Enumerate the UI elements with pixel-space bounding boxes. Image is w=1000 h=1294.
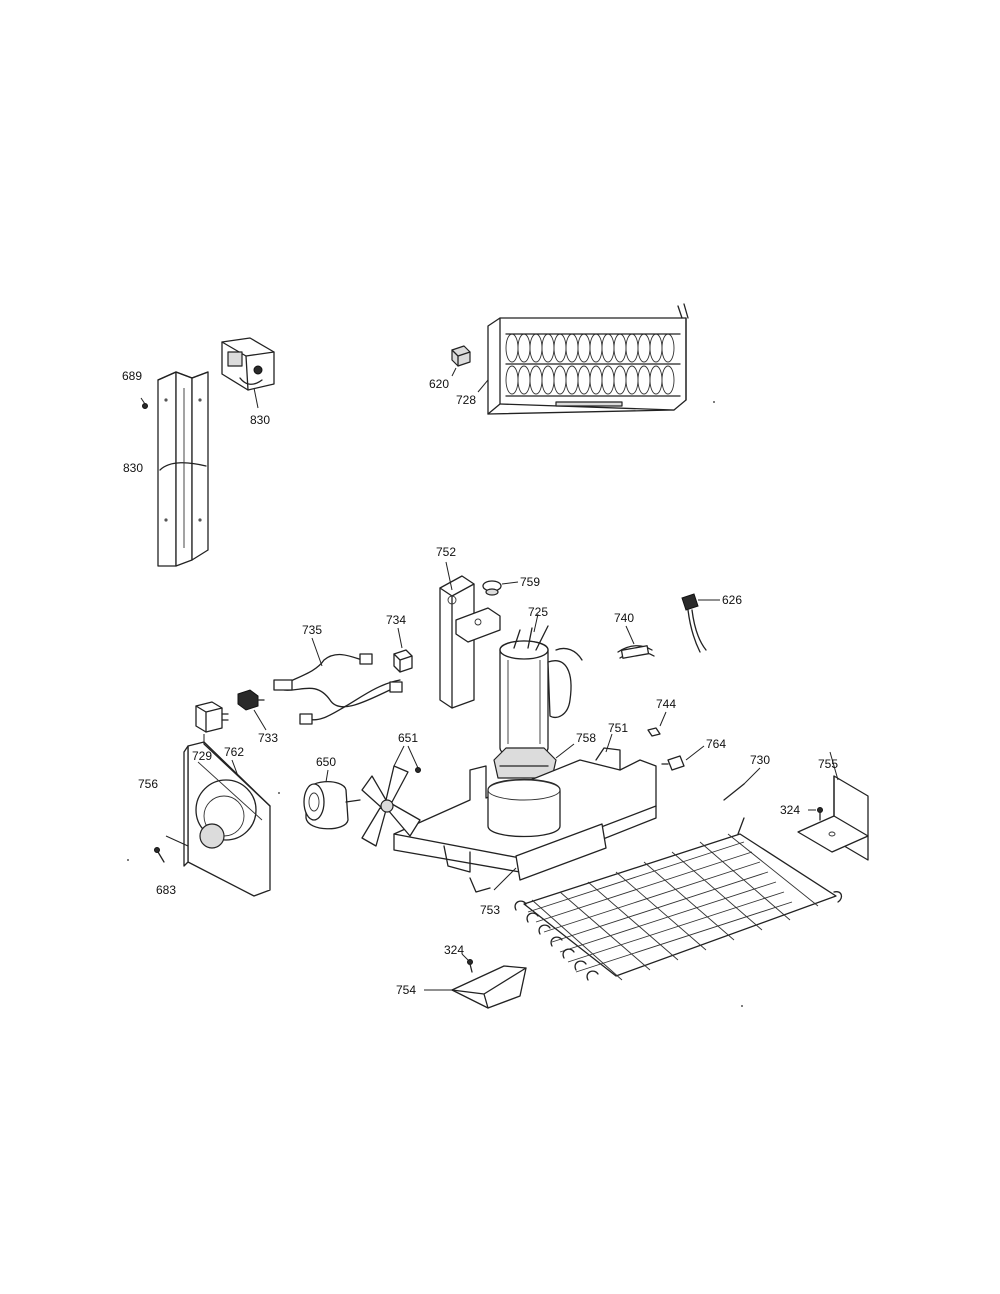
- part-620-plug: [451, 345, 471, 377]
- callout-620: 620: [429, 377, 449, 391]
- part-740-heater: [617, 625, 655, 659]
- part-733-relay: [237, 689, 267, 731]
- callout-730: 730: [750, 753, 770, 767]
- part-735-harness: [273, 637, 403, 725]
- part-744-clip: [647, 711, 667, 737]
- callout-650: 650: [316, 755, 336, 769]
- callout-labels: 689 830 830 620 728 752 759 725 740 626 …: [122, 369, 838, 997]
- callout-324-bottom: 324: [444, 943, 464, 957]
- part-751-base-tray: [393, 733, 657, 893]
- callout-734: 734: [386, 613, 406, 627]
- callout-729: 729: [192, 749, 212, 763]
- part-650-fan-motor: [303, 769, 361, 830]
- part-762-shroud: [165, 741, 271, 897]
- specks: [127, 401, 743, 1007]
- callout-830-housing: 830: [250, 413, 270, 427]
- callout-755: 755: [818, 757, 838, 771]
- callout-728: 728: [456, 393, 476, 407]
- callout-683: 683: [156, 883, 176, 897]
- part-830-channel: [157, 371, 209, 567]
- part-752-bracket: [439, 561, 501, 709]
- callout-762: 762: [224, 745, 244, 759]
- callout-754: 754: [396, 983, 416, 997]
- leader-728: [477, 379, 489, 393]
- part-759-grommet: [482, 580, 519, 596]
- callout-744: 744: [656, 697, 676, 711]
- callout-651: 651: [398, 731, 418, 745]
- callout-753: 753: [480, 903, 500, 917]
- callout-689: 689: [122, 369, 142, 383]
- callout-764: 764: [706, 737, 726, 751]
- callout-735: 735: [302, 623, 322, 637]
- callout-830-channel: 830: [123, 461, 143, 475]
- part-754-bracket: [424, 965, 527, 1009]
- part-830-housing: [221, 337, 275, 409]
- part-725-compressor: [499, 613, 583, 758]
- leader-753: [493, 867, 517, 891]
- callout-756: 756: [138, 777, 158, 791]
- part-324-screw-b: [461, 953, 473, 973]
- part-683-screw: [154, 847, 165, 863]
- part-755-bracket: [797, 751, 869, 861]
- part-734-switch: [393, 627, 413, 673]
- callout-759: 759: [520, 575, 540, 589]
- callout-740: 740: [614, 611, 634, 625]
- part-651-fan-blade: [361, 745, 421, 847]
- callout-751: 751: [608, 721, 628, 735]
- callout-733: 733: [258, 731, 278, 745]
- part-626-cord: [681, 593, 720, 653]
- callout-725: 725: [528, 605, 548, 619]
- callout-758: 758: [576, 731, 596, 745]
- callout-626: 626: [722, 593, 742, 607]
- part-729-capacitor: [195, 701, 229, 748]
- part-764-clip: [661, 745, 705, 771]
- part-730-condenser: [514, 767, 843, 981]
- part-728-evaporator: [487, 303, 689, 415]
- callout-752: 752: [436, 545, 456, 559]
- part-324-screw-a: [808, 807, 823, 821]
- part-689-screw: [140, 397, 148, 409]
- callout-324-right: 324: [780, 803, 800, 817]
- part-758-mount: [493, 743, 575, 779]
